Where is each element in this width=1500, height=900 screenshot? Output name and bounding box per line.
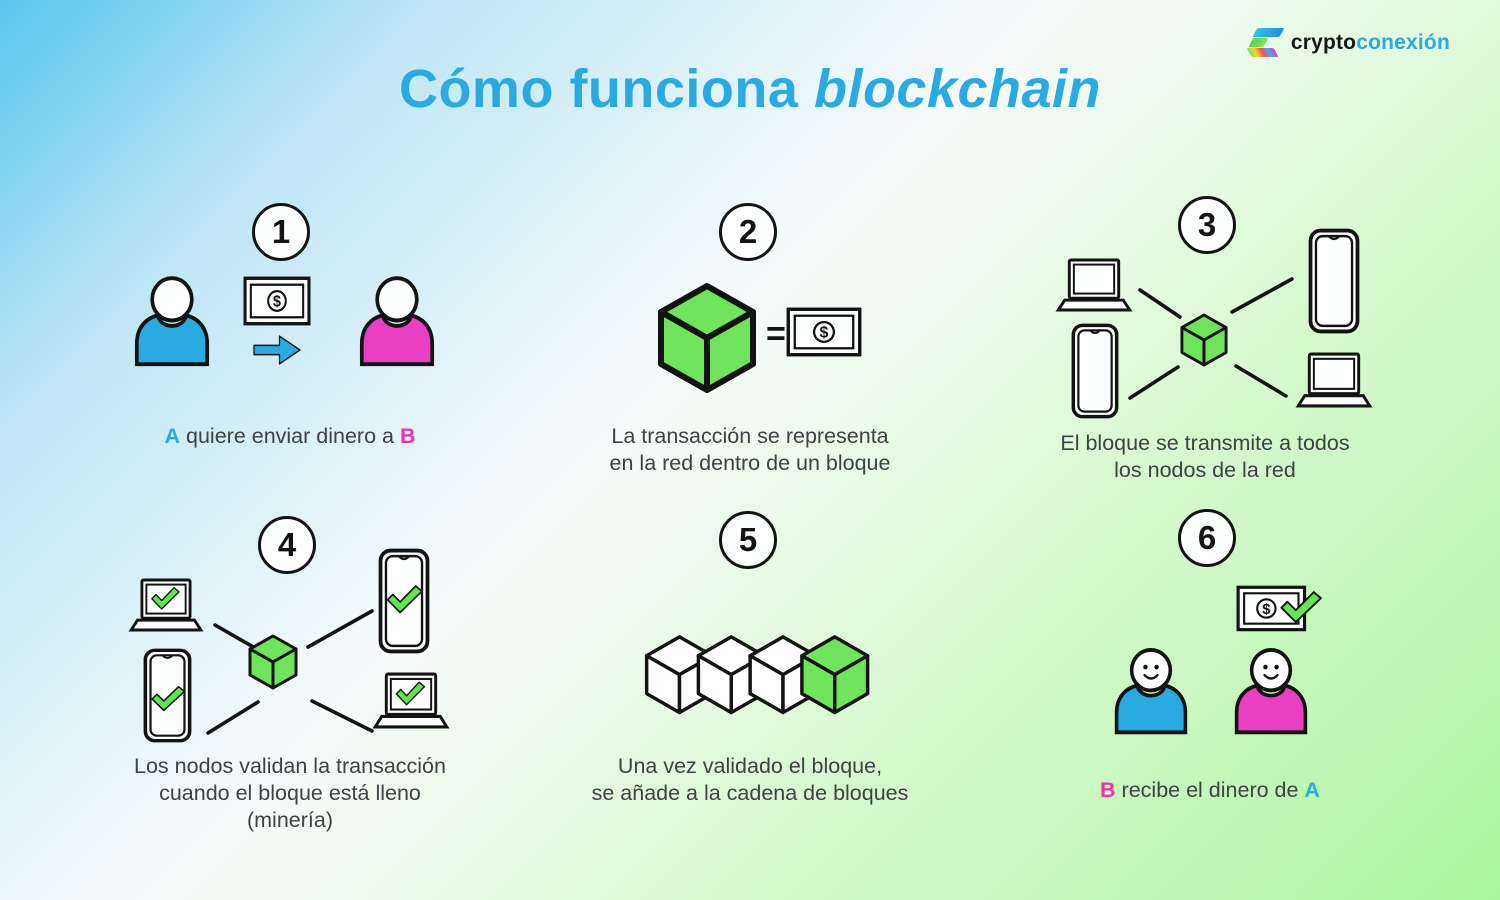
laptop-icon (1055, 258, 1133, 312)
block-cube-icon (658, 283, 756, 393)
laptop-check-icon (128, 578, 204, 632)
svg-text:$: $ (273, 293, 282, 311)
person-receiver-happy-icon (1234, 648, 1308, 735)
phone-check-icon (378, 548, 430, 654)
network-lines (1128, 277, 1294, 400)
step-2-number: 2 (738, 213, 758, 250)
letter-b: B (399, 424, 416, 448)
brand-name-crypto: crypto (1290, 30, 1357, 54)
step-1-number-badge: 1 (252, 203, 310, 261)
step-6: 6 $ B recibe el dinero de A (1040, 505, 1380, 820)
step-5-number-badge: 5 (719, 511, 777, 569)
step-4-number-badge: 4 (258, 516, 316, 574)
step-5-number: 5 (738, 521, 758, 558)
brand-logo: cryptoconexión (1246, 27, 1450, 58)
step-1: 1 $ A quiere enviar dinero a B (120, 195, 460, 485)
svg-text:$: $ (820, 325, 829, 342)
person-sender-happy-icon (1114, 648, 1188, 735)
step-3-caption: El bloque se transmite a todos los nodos… (1060, 431, 1350, 482)
block-cube-icon (248, 634, 298, 690)
laptop-check-icon (372, 672, 450, 729)
step-2-caption: La transacción se representa en la red d… (609, 424, 891, 475)
step-5: 5 Una vez validado el bloque, se añade a… (570, 505, 930, 820)
title-italic: blockchain (813, 59, 1102, 119)
brand-name-conexion: conexión (1356, 30, 1450, 54)
money-bill-icon: $ (243, 276, 311, 326)
cryptoconexion-logo-icon (1246, 27, 1285, 58)
step-3: 3 El bloque se transmite a todos (1030, 190, 1380, 495)
step-1-number: 1 (271, 213, 291, 250)
equals-sign: = (766, 315, 786, 353)
step-6-number: 6 (1197, 519, 1217, 556)
person-sender-icon (134, 276, 210, 367)
letter-a: A (1304, 778, 1320, 802)
step-4-number: 4 (277, 526, 297, 563)
step-6-number-badge: 6 (1178, 509, 1236, 567)
step-5-caption: Una vez validado el bloque, se añade a l… (591, 754, 909, 805)
step-4: 4 Los (110, 505, 470, 850)
step-6-caption: B recibe el dinero de A (1100, 778, 1320, 802)
letter-a: A (164, 424, 181, 448)
block-cube-icon (1180, 313, 1228, 367)
phone-icon (1308, 228, 1360, 334)
title-regular: Cómo funciona (398, 59, 799, 119)
page-title: Cómo funciona blockchain (0, 58, 1500, 120)
phone-icon (1071, 323, 1119, 419)
money-bill-icon: $ (786, 307, 862, 357)
brand-name: cryptoconexión (1291, 31, 1450, 55)
step-3-number-badge: 3 (1178, 196, 1236, 254)
step-2: 2 = $ La transacción se representa en la… (580, 195, 920, 490)
step-4-caption: Los nodos validan la transacción cuando … (134, 754, 446, 832)
step-2-number-badge: 2 (719, 203, 777, 261)
svg-text:$: $ (1262, 602, 1271, 618)
person-receiver-icon (359, 276, 435, 367)
letter-b: B (1100, 778, 1116, 802)
step-3-number: 3 (1197, 206, 1217, 243)
arrow-right-icon (253, 335, 301, 365)
blockchain-cubes-icon (644, 635, 870, 715)
phone-check-icon (143, 648, 192, 743)
money-bill-check-icon: $ (1236, 585, 1322, 632)
step-1-caption: A quiere enviar dinero a B (164, 424, 416, 448)
laptop-icon (1295, 352, 1373, 408)
